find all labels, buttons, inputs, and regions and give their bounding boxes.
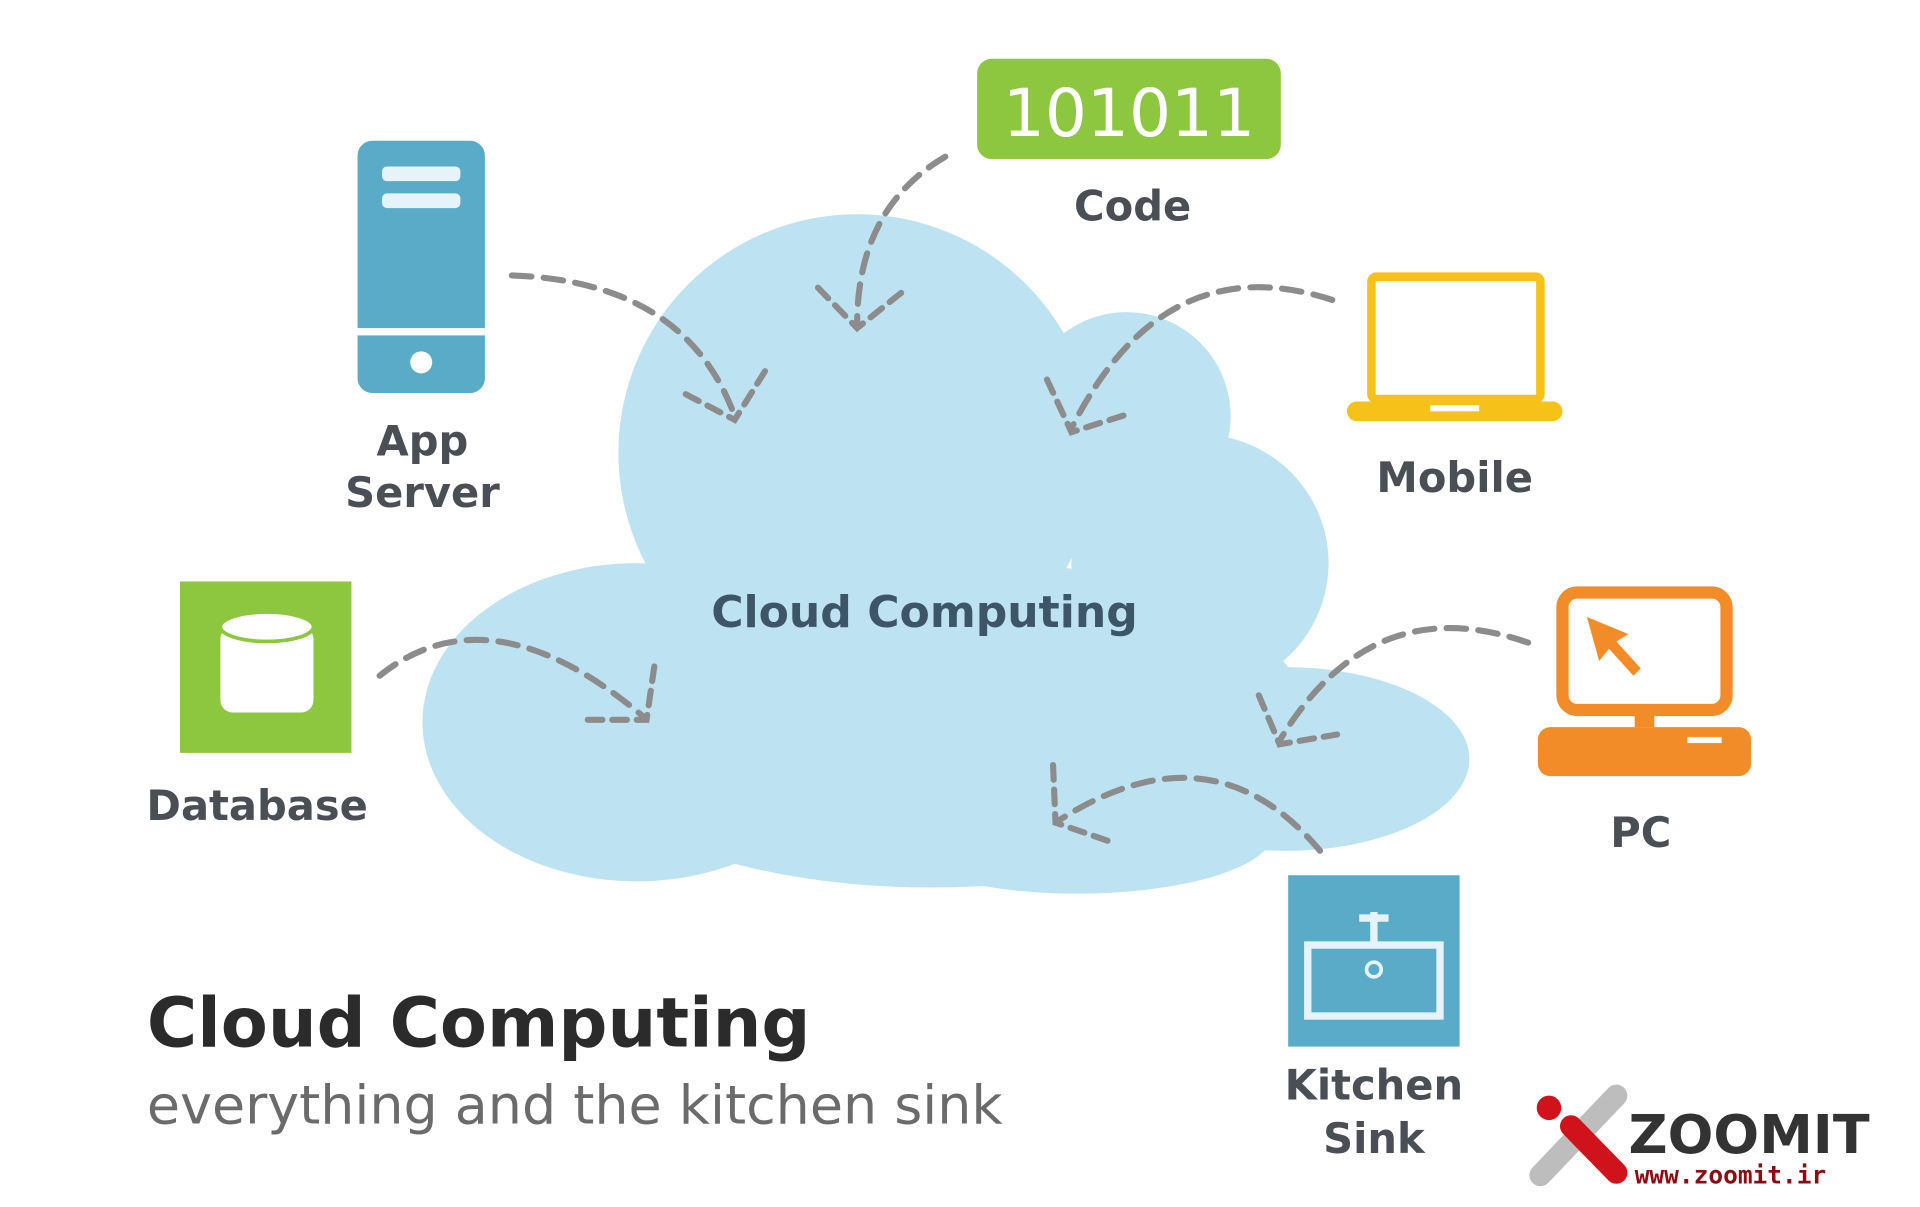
server-icon <box>357 140 485 393</box>
arrow-database <box>376 636 646 720</box>
diagram-title: Cloud Computing <box>147 984 811 1064</box>
zoomit-watermark: ZOOMIT www.zoomit.ir <box>1529 1084 1870 1190</box>
app-server-node: App Server <box>345 140 500 517</box>
database-icon <box>218 610 316 713</box>
watermark-brand: ZOOMIT <box>1629 1103 1870 1166</box>
app-server-label-1: App <box>377 416 469 465</box>
laptop-icon <box>1346 272 1563 422</box>
pc-node: PC <box>1537 586 1752 857</box>
cloud-shape <box>422 214 1470 894</box>
arrow-app-server <box>508 272 738 420</box>
arrow-head-database <box>584 657 659 723</box>
sink-icon <box>1304 911 1444 1020</box>
arrow-code <box>854 153 949 328</box>
code-badge-text: 101011 <box>1003 75 1255 152</box>
kitchen-sink-label-1: Kitchen <box>1285 1060 1464 1109</box>
cloud-center-label: Cloud Computing <box>711 587 1138 638</box>
watermark-url: www.zoomit.ir <box>1635 1161 1827 1190</box>
database-label: Database <box>146 781 367 830</box>
desktop-pc-icon <box>1537 586 1752 777</box>
pc-label: PC <box>1610 808 1671 857</box>
arrow-head-kitchen-sink <box>1050 762 1115 846</box>
database-node: Database <box>146 581 368 830</box>
arrow-kitchen-sink <box>1056 774 1324 854</box>
arrow-head-pc <box>1255 692 1341 748</box>
arrow-head-app-server <box>682 361 773 424</box>
app-server-label-2: Server <box>345 468 500 517</box>
cursor-icon <box>1586 616 1641 676</box>
arrow-head-code <box>814 284 910 333</box>
mobile-label: Mobile <box>1376 453 1533 502</box>
code-badge <box>977 58 1281 160</box>
mobile-node: Mobile <box>1346 272 1563 502</box>
kitchen-sink-label-2: Sink <box>1323 1114 1426 1163</box>
diagram-subtitle: everything and the kitchen sink <box>147 1074 1003 1137</box>
arrow-mobile <box>1068 284 1336 432</box>
kitchen-sink-node: Kitchen Sink <box>1285 875 1464 1163</box>
arrow-head-mobile <box>1043 376 1133 436</box>
arrow-pc <box>1276 625 1532 744</box>
arrows <box>376 153 1532 854</box>
code-node: 101011 Code <box>977 58 1281 230</box>
code-label: Code <box>1074 181 1191 230</box>
